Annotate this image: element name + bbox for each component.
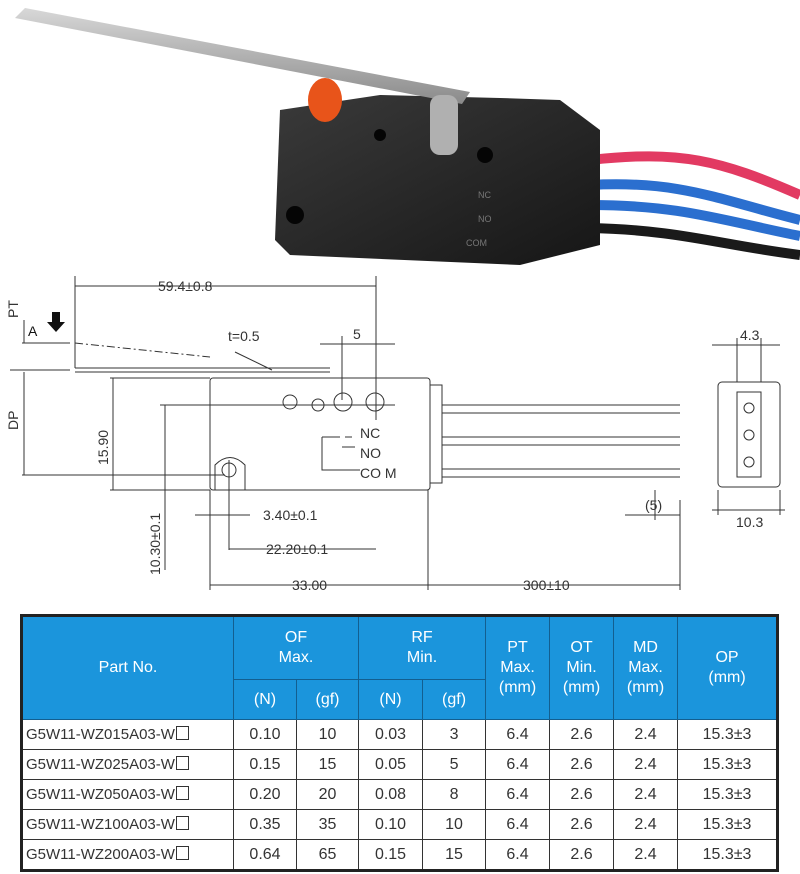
product-photo: NC NO COM: [15, 8, 800, 265]
cell-pt: 6.4: [485, 749, 551, 780]
option-box-icon: [175, 756, 189, 770]
header-rf-gf: (gf): [422, 679, 487, 720]
cell-of-gf: 20: [295, 779, 360, 810]
dim-wire-length: 300±10: [523, 577, 570, 593]
cell-rf-n: 0.03: [358, 719, 424, 750]
dim-end-width-top: 4.3: [740, 327, 760, 343]
arrow-a-icon: [47, 312, 65, 332]
cell-rf-n: 0.08: [358, 779, 424, 810]
header-rf-n: (N): [358, 679, 424, 720]
cell-op: 15.3±3: [677, 809, 778, 840]
cell-op: 15.3±3: [677, 749, 778, 780]
lever: [15, 8, 470, 104]
cell-of-n: 0.64: [233, 839, 297, 871]
dim-end-width: 10.3: [736, 514, 763, 530]
dim-height: 15.90: [95, 430, 111, 465]
cell-pt: 6.4: [485, 719, 551, 750]
dimension-drawing: 59.4±0.8 A PT DP t=0.5 5 15.90 NC NO CO …: [5, 276, 785, 593]
cell-rf-gf: 8: [422, 779, 487, 810]
dim-hole-spacing: 22.20±0.1: [266, 541, 328, 557]
cell-op: 15.3±3: [677, 839, 778, 871]
cell-of-n: 0.20: [233, 779, 297, 810]
cell-rf-gf: 15: [422, 839, 487, 871]
cell-ot: 2.6: [549, 749, 615, 780]
cell-of-n: 0.35: [233, 809, 297, 840]
cell-ot: 2.6: [549, 809, 615, 840]
cell-part: G5W11-WZ200A03-W: [21, 839, 234, 871]
header-op: OP(mm): [677, 615, 778, 720]
cell-of-n: 0.15: [233, 749, 297, 780]
cell-rf-n: 0.15: [358, 839, 424, 871]
cell-of-gf: 10: [295, 719, 360, 750]
header-of-gf: (gf): [295, 679, 360, 720]
dim-pt: PT: [5, 300, 21, 318]
cell-of-n: 0.10: [233, 719, 297, 750]
cell-rf-gf: 5: [422, 749, 487, 780]
cell-md: 2.4: [613, 809, 679, 840]
option-box-icon: [175, 816, 189, 830]
header-of-n: (N): [233, 679, 297, 720]
option-box-icon: [175, 786, 189, 800]
actuator-button: [308, 78, 342, 122]
cell-rf-gf: 10: [422, 809, 487, 840]
dim-dp: DP: [5, 411, 21, 430]
cell-of-gf: 15: [295, 749, 360, 780]
cell-of-gf: 35: [295, 809, 360, 840]
cell-rf-gf: 3: [422, 719, 487, 750]
label-no: NO: [360, 445, 381, 461]
cell-md: 2.4: [613, 779, 679, 810]
arrow-label: A: [28, 323, 38, 339]
switch-body: [275, 95, 600, 265]
terminal-com: COM: [466, 238, 487, 248]
dim-roller-offset: 5: [353, 326, 361, 342]
terminal-nc: NC: [478, 190, 491, 200]
dim-overall-length: 59.4±0.8: [158, 278, 213, 294]
cell-ot: 2.6: [549, 719, 615, 750]
cell-part: G5W11-WZ025A03-W: [21, 749, 234, 780]
cell-md: 2.4: [613, 749, 679, 780]
cell-ot: 2.6: [549, 779, 615, 810]
cell-op: 15.3±3: [677, 719, 778, 750]
cell-of-gf: 65: [295, 839, 360, 871]
header-part-no: Part No.: [21, 615, 234, 720]
dim-hole-height: 10.30±0.1: [147, 513, 163, 575]
cell-pt: 6.4: [485, 809, 551, 840]
cell-rf-n: 0.05: [358, 749, 424, 780]
option-box-icon: [175, 846, 189, 860]
cell-part: G5W11-WZ100A03-W: [21, 809, 234, 840]
dim-strip-length: (5): [645, 497, 662, 513]
cell-part: G5W11-WZ015A03-W: [21, 719, 234, 750]
wires: [589, 151, 800, 260]
dim-hole-dia: 3.40±0.1: [263, 507, 318, 523]
terminal-no: NO: [478, 214, 492, 224]
cell-md: 2.4: [613, 839, 679, 871]
dim-thickness: t=0.5: [228, 328, 260, 344]
cell-op: 15.3±3: [677, 779, 778, 810]
cell-part: G5W11-WZ050A03-W: [21, 779, 234, 810]
cell-ot: 2.6: [549, 839, 615, 871]
cell-md: 2.4: [613, 719, 679, 750]
label-com: CO M: [360, 465, 397, 481]
option-box-icon: [175, 726, 189, 740]
dim-body-length: 33.00: [292, 577, 327, 593]
cell-rf-n: 0.10: [358, 809, 424, 840]
cell-pt: 6.4: [485, 779, 551, 810]
cell-pt: 6.4: [485, 839, 551, 871]
label-nc: NC: [360, 425, 380, 441]
